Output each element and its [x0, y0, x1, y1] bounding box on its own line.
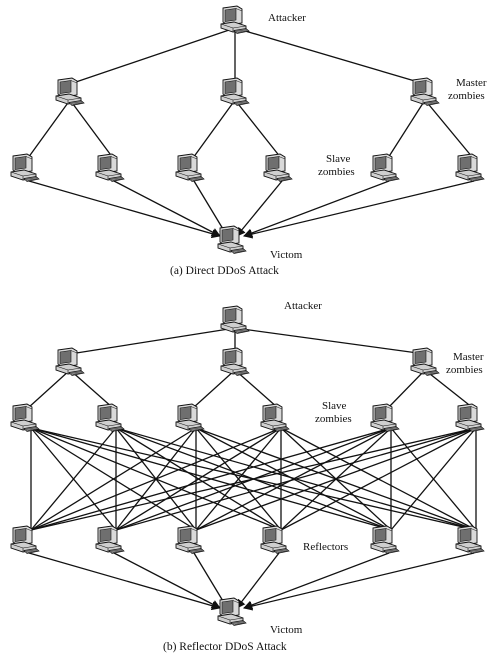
a-slave-zombie-computer-icon	[175, 153, 205, 182]
a-slave-zombie-computer-icon	[10, 153, 40, 182]
b-slave-label-line1: Slave	[322, 400, 347, 412]
b-reflector-to-victim-arrow	[236, 552, 280, 609]
a-slave-zombie-computer-icon	[95, 153, 125, 182]
a-attacker-to-master-line	[234, 27, 426, 85]
b-master-label-line2: zombies	[446, 364, 483, 376]
b-victim-label: Victom	[270, 624, 303, 636]
a-slave-label-line1: Slave	[326, 153, 351, 165]
b-slave-to-reflector-line	[195, 427, 282, 531]
b-caption: (b) Reflector DDoS Attack	[163, 641, 287, 653]
b-reflector-to-victim-arrow	[28, 552, 221, 611]
a-master-label-line1: Master	[456, 77, 487, 89]
b-reflector-to-victim-arrow	[243, 552, 475, 611]
b-reflector-computer-icon	[10, 525, 40, 554]
b-master-zombie-computer-icon	[410, 347, 440, 376]
b-reflector-to-victim-arrow	[193, 552, 228, 609]
b-reflector-computer-icon	[95, 525, 125, 554]
a-master-to-slave-line	[69, 99, 114, 159]
a-master-label-line2: zombies	[448, 90, 485, 102]
b-slave-to-reflector-line	[195, 427, 477, 531]
b-slave-to-reflector-line	[30, 427, 392, 531]
b-attacker-to-master-line	[234, 327, 426, 355]
b-slave-to-reflector-line	[115, 427, 477, 531]
b-slave-zombie-computer-icon	[10, 403, 40, 432]
b-master-zombie-computer-icon	[220, 347, 250, 376]
a-master-zombie-computer-icon	[410, 77, 440, 106]
b-master-to-slave-line	[69, 369, 114, 409]
b-slave-to-reflector-line	[30, 427, 117, 531]
a-slave-to-victim-arrow	[193, 180, 228, 237]
b-attacker-label: Attacker	[284, 300, 322, 312]
b-reflector-computer-icon	[370, 525, 400, 554]
b-master-to-slave-line	[192, 369, 236, 409]
a-master-to-slave-line	[234, 99, 282, 159]
a-slave-label-line2: zombies	[318, 166, 355, 178]
b-slave-zombie-computer-icon	[95, 403, 125, 432]
b-attacker-to-master-line	[69, 327, 236, 355]
b-slave-to-reflector-line	[30, 427, 477, 531]
a-master-to-slave-line	[27, 99, 71, 159]
b-master-to-slave-line	[234, 369, 279, 409]
a-master-zombie-computer-icon	[220, 77, 250, 106]
b-master-to-slave-line	[424, 369, 474, 409]
a-slave-to-victim-arrow	[243, 180, 475, 239]
b-master-label-line1: Master	[453, 351, 484, 363]
b-slave-zombie-computer-icon	[260, 403, 290, 432]
b-reflector-to-victim-arrow	[243, 552, 390, 610]
b-slave-to-reflector-line	[30, 427, 282, 531]
b-slave-to-reflector-line	[30, 427, 197, 531]
a-slave-zombie-computer-icon	[370, 153, 400, 182]
a-master-zombie-computer-icon	[55, 77, 85, 106]
b-slave-label-line2: zombies	[315, 413, 352, 425]
a-slave-to-victim-arrow	[113, 180, 221, 237]
b-master-to-slave-line	[27, 369, 71, 409]
a-attacker-computer-icon	[220, 5, 250, 34]
a-master-to-slave-line	[424, 99, 474, 159]
b-slave-to-reflector-line	[390, 427, 477, 531]
b-reflector-computer-icon	[455, 525, 485, 554]
a-slave-to-victim-arrow	[243, 180, 390, 238]
a-victim-label: Victom	[270, 249, 303, 261]
a-attacker-to-master-line	[69, 27, 236, 85]
attack-arrows	[28, 180, 475, 611]
a-slave-to-victim-arrow	[236, 180, 283, 237]
connection-lines	[27, 27, 477, 531]
computer-nodes	[10, 5, 485, 626]
a-slave-to-victim-arrow	[28, 180, 221, 239]
b-slave-to-reflector-line	[280, 427, 477, 531]
b-attacker-computer-icon	[220, 305, 250, 334]
b-slave-to-reflector-line	[115, 427, 282, 531]
a-caption: (a) Direct DDoS Attack	[170, 265, 279, 277]
a-slave-zombie-computer-icon	[455, 153, 485, 182]
b-master-to-slave-line	[387, 369, 426, 409]
a-master-to-slave-line	[192, 99, 236, 159]
a-attacker-label: Attacker	[268, 12, 306, 24]
a-slave-zombie-computer-icon	[263, 153, 293, 182]
b-reflectors-label: Reflectors	[303, 541, 348, 553]
b-slave-zombie-computer-icon	[370, 403, 400, 432]
b-slave-zombie-computer-icon	[175, 403, 205, 432]
b-reflector-computer-icon	[175, 525, 205, 554]
b-slave-to-reflector-line	[195, 427, 392, 531]
b-reflector-computer-icon	[260, 525, 290, 554]
a-master-to-slave-line	[387, 99, 426, 159]
b-slave-zombie-computer-icon	[455, 403, 485, 432]
b-reflector-to-victim-arrow	[113, 552, 221, 609]
